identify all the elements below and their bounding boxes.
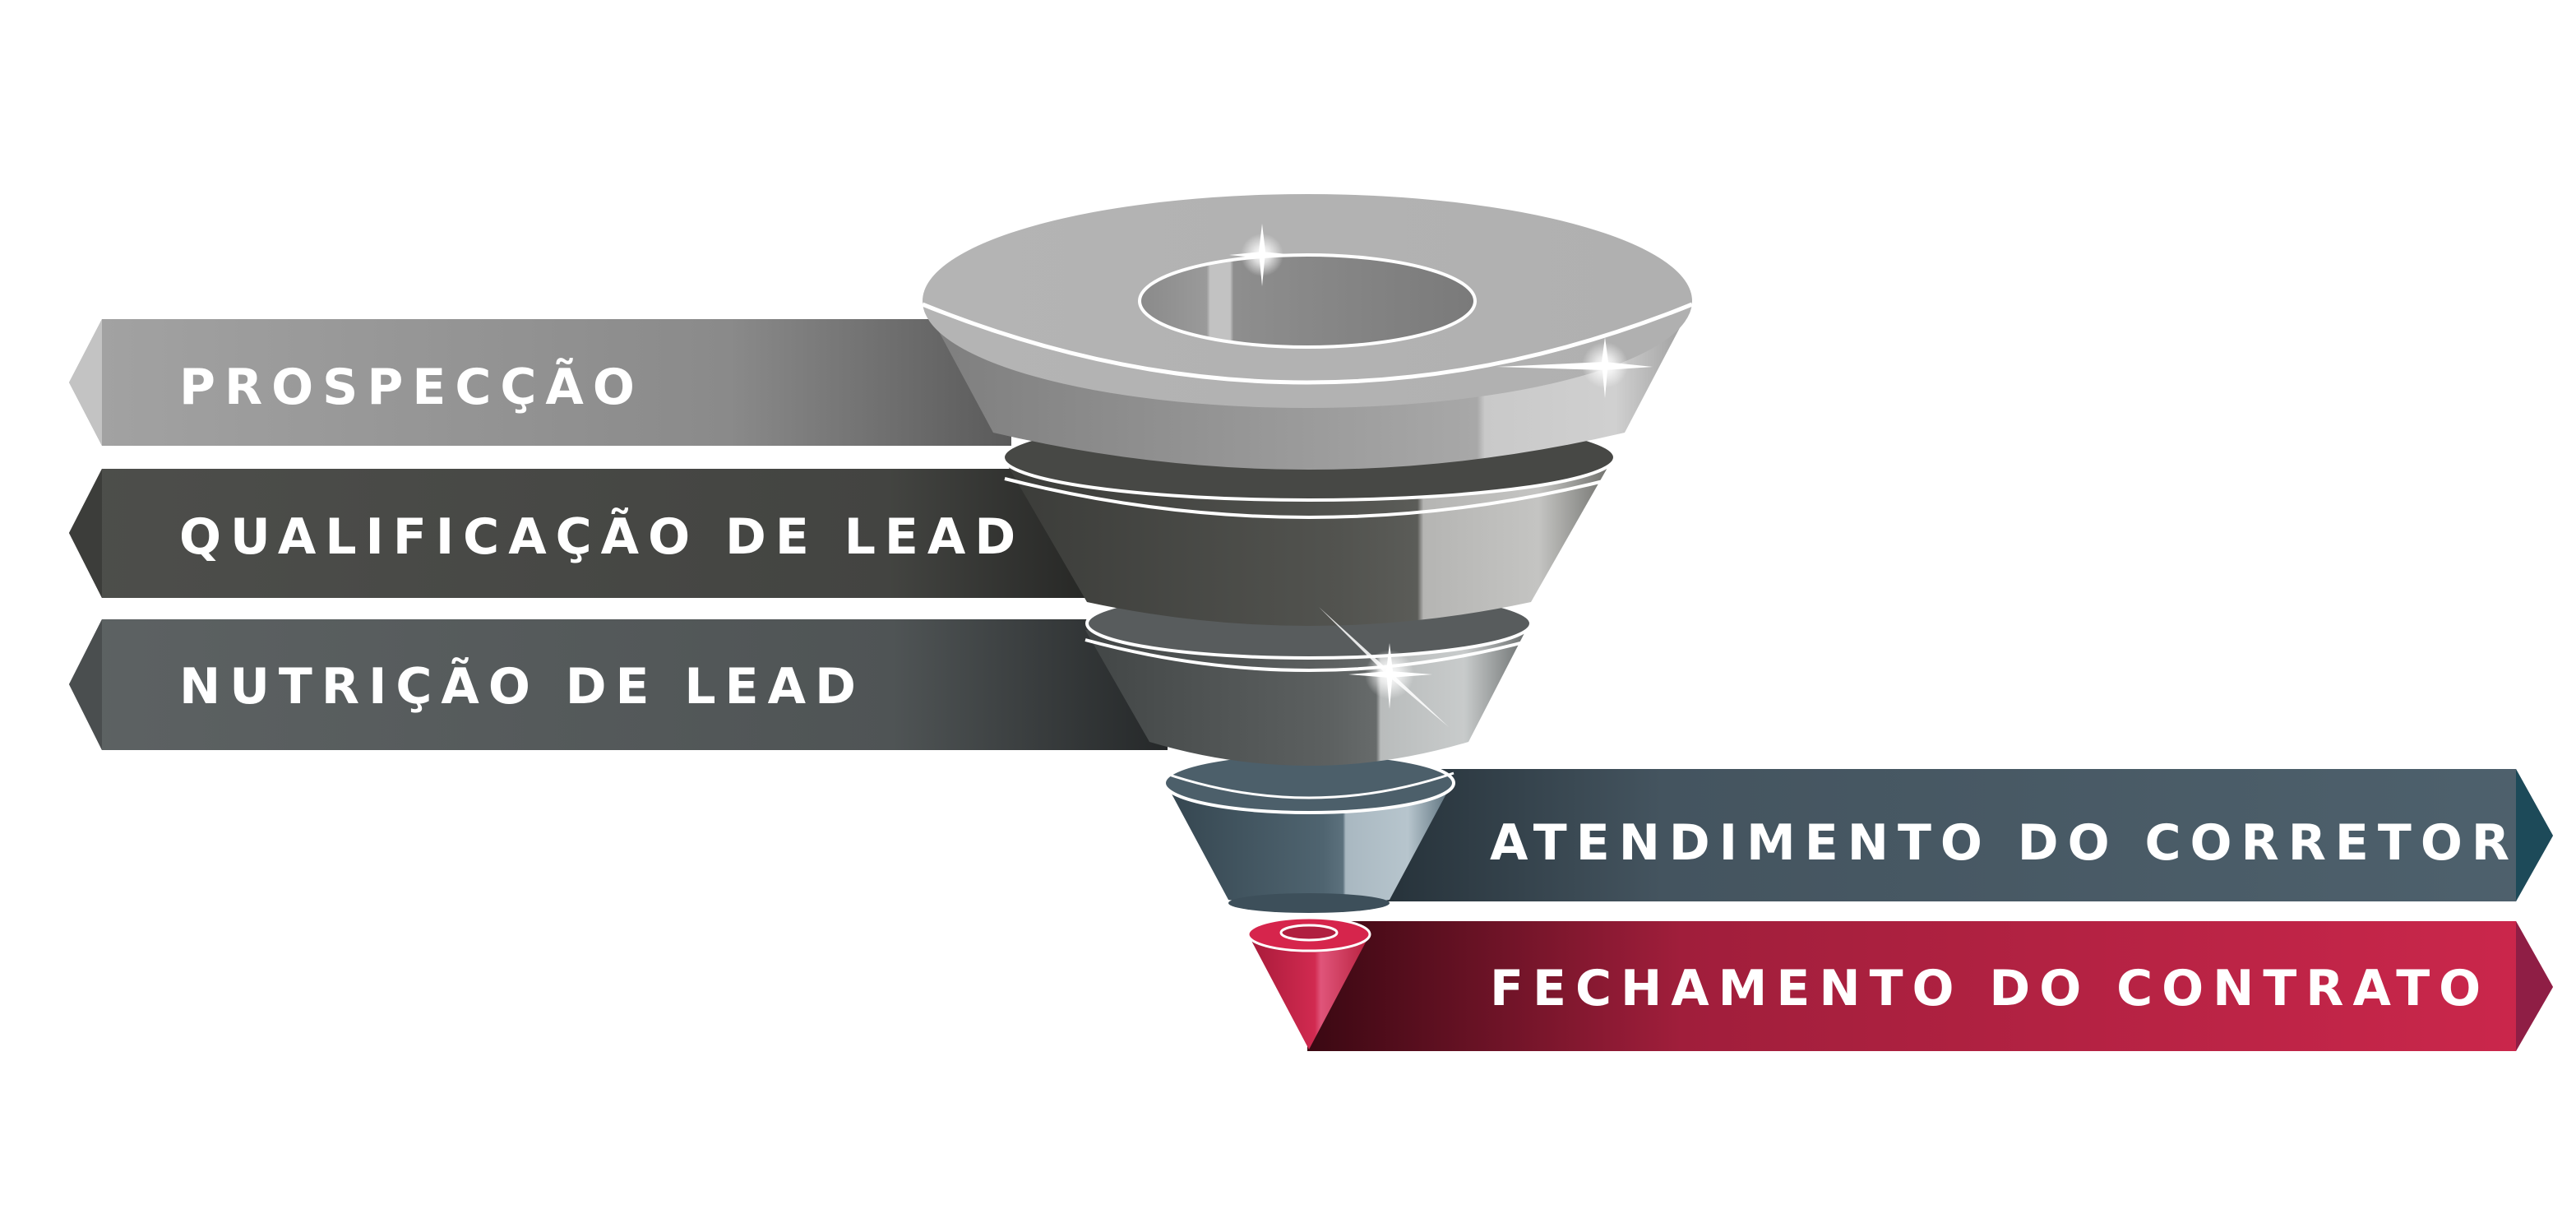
banner-prospeccao: PROSPECÇÃO	[69, 319, 1011, 446]
funnel-graphic	[922, 194, 1693, 1049]
banner-qualificacao: QUALIFICAÇÃO DE LEAD	[69, 469, 1094, 598]
banner-atendimento: ATENDIMENTO DO CORRETOR	[1316, 769, 2553, 901]
stage-label-nutricao: NUTRIÇÃO DE LEAD	[179, 656, 865, 716]
sparkle-icon	[1229, 224, 1295, 286]
sparkle-icon	[1319, 607, 1449, 727]
stage-label-qualificacao: QUALIFICAÇÃO DE LEAD	[179, 507, 1024, 566]
banner-nutricao: NUTRIÇÃO DE LEAD	[69, 619, 1168, 750]
funnel-segment-fechamento	[1246, 916, 1371, 1049]
stage-label-atendimento: ATENDIMENTO DO CORRETOR	[1490, 814, 2518, 872]
funnel-segment-atendimento	[1163, 752, 1455, 913]
stage-label-prospeccao: PROSPECÇÃO	[179, 357, 644, 416]
sparkle-icon	[1496, 337, 1653, 398]
banner-fechamento: FECHAMENTO DO CONTRATO	[1307, 921, 2553, 1051]
funnel-segment-prospeccao	[922, 194, 1693, 470]
stage-label-fechamento: FECHAMENTO DO CONTRATO	[1490, 960, 2490, 1017]
